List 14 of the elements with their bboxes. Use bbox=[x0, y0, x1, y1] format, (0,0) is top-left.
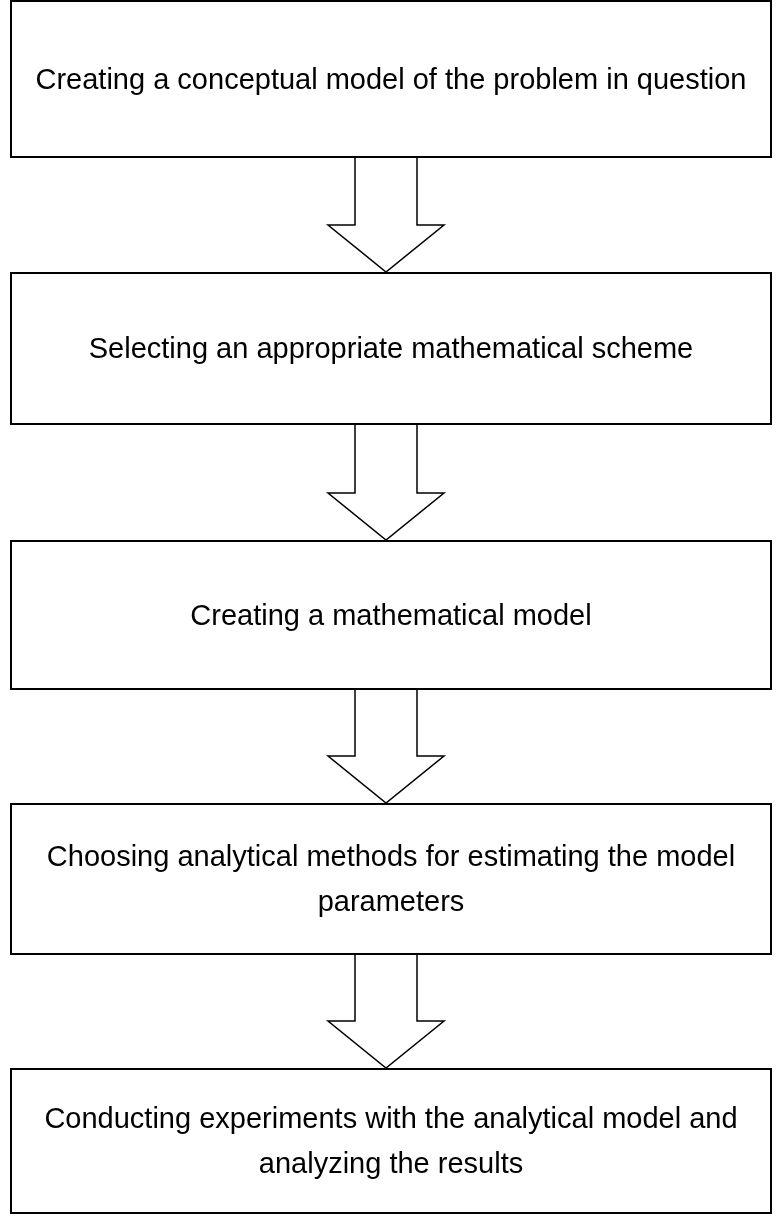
process-box bbox=[10, 272, 772, 425]
process-box bbox=[10, 1068, 772, 1214]
block-arrow bbox=[325, 157, 447, 273]
process-box bbox=[10, 0, 772, 158]
block-arrow bbox=[325, 954, 447, 1069]
block-arrow bbox=[325, 424, 447, 541]
block-arrow bbox=[325, 689, 447, 804]
step-text: Creating a mathematical model bbox=[190, 597, 592, 633]
step-text: Selecting an appropriate mathematical scheme bbox=[88, 331, 694, 366]
step-text: Choosing analytical methods for estimating the model parameters bbox=[45, 839, 737, 919]
process-box bbox=[10, 803, 772, 955]
process-box bbox=[10, 540, 772, 690]
step-text: Conducting experiments with the analytical model and analyzing the results bbox=[43, 1101, 739, 1181]
step-text: Creating a conceptual model of the problem in question bbox=[35, 61, 747, 97]
